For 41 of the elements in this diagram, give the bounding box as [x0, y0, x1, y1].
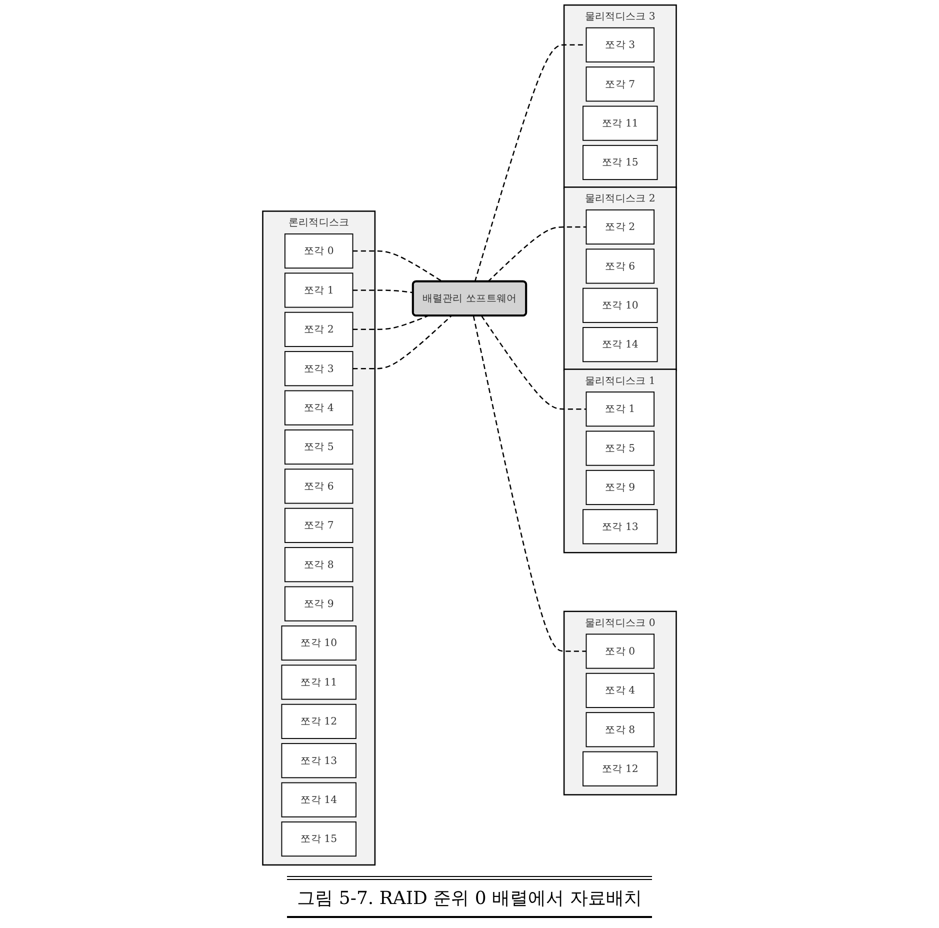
node-box: 쪼각 2 — [284, 312, 354, 347]
node-box: 쪼각 4 — [284, 390, 354, 426]
node-box: 쪼각 5 — [284, 429, 354, 465]
figure-caption: 그림 5-7. RAID 준위 0 배렬에서 자료배치 — [287, 876, 652, 918]
node-box: 쪼각 3 — [586, 27, 655, 62]
connector — [487, 226, 586, 282]
node-box: 쪼각 14 — [281, 782, 356, 818]
node-box: 쪼각 5 — [586, 430, 655, 466]
node-box: 쪼각 10 — [582, 288, 658, 323]
connector — [352, 250, 443, 282]
node-box: 쪼각 7 — [284, 508, 354, 543]
connector — [352, 315, 452, 370]
node-box: 쪼각 0 — [284, 233, 354, 269]
node-box: 쪼각 1 — [284, 272, 354, 308]
node-box: 쪼각 12 — [281, 704, 356, 739]
node-box: 쪼각 14 — [582, 327, 658, 362]
node-box: 쪼각 2 — [586, 209, 655, 245]
node-box: 쪼각 6 — [284, 468, 354, 504]
node-box: 쪼각 11 — [582, 106, 658, 141]
node-box: 쪼각 11 — [281, 664, 356, 700]
node-box: 쪼각 13 — [281, 743, 356, 778]
connector — [352, 315, 428, 330]
node-box: 쪼각 0 — [586, 634, 655, 669]
node-box: 쪼각 1 — [586, 392, 655, 427]
node-box: 쪼각 15 — [281, 821, 356, 857]
node-box: 쪼각 4 — [586, 672, 655, 708]
connector — [480, 315, 586, 410]
node-box: 쪼각 10 — [281, 625, 356, 661]
node-box: 쪼각 9 — [284, 586, 354, 622]
node-box: 쪼각 8 — [586, 712, 655, 748]
connector — [352, 290, 414, 294]
node-box: 쪼각 15 — [582, 144, 658, 180]
node-box: 쪼각 13 — [582, 509, 658, 544]
node-box: 쪼각 9 — [586, 470, 655, 506]
node-box: 쪼각 3 — [284, 351, 354, 386]
node-box: 쪼각 8 — [284, 547, 354, 582]
node-box: 쪼각 6 — [586, 248, 655, 284]
connector — [472, 316, 586, 652]
connector — [474, 44, 586, 282]
node-box: 쪼각 12 — [582, 751, 658, 786]
node-box: 쪼각 7 — [586, 66, 655, 102]
